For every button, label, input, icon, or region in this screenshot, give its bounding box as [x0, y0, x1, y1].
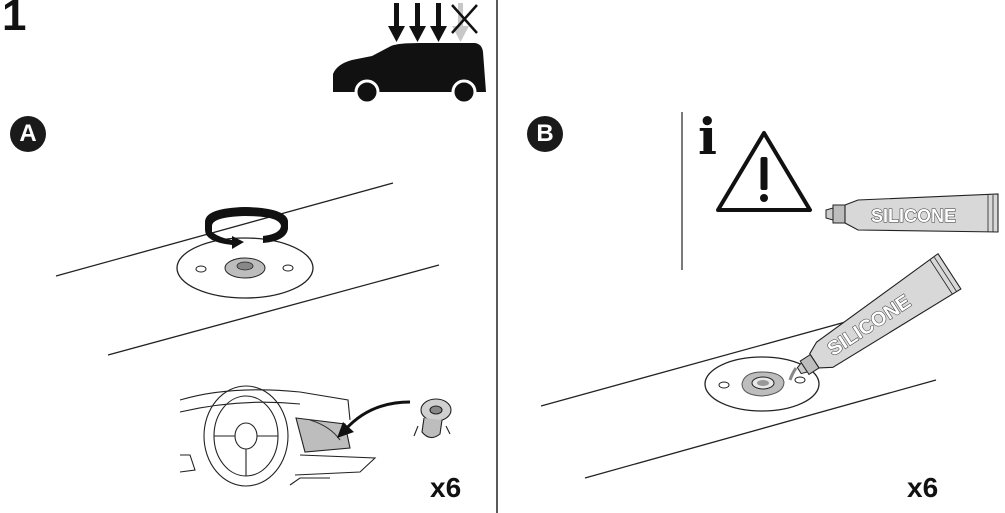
step-number: 1: [2, 0, 27, 40]
panel-a-badge: A: [10, 116, 46, 152]
silicone-bead: [788, 367, 798, 381]
rotate-arrow-icon: [205, 207, 288, 249]
insert-arrow: [343, 400, 411, 431]
roof-surface-a: [55, 182, 440, 356]
info-icon: i: [698, 107, 717, 166]
down-arrow-icon: [430, 3, 447, 42]
silicone-tube-icon: SILICONE: [796, 252, 962, 376]
mount-base-a: [176, 237, 314, 299]
silicone-tube-icon: SILICONE: [825, 193, 999, 233]
insert-arrowhead: [337, 422, 354, 438]
car-silhouette-icon: [333, 43, 486, 105]
warning-triangle-icon: [716, 131, 812, 212]
panel-a-quantity: x6: [430, 472, 462, 503]
panel-b-quantity: x6: [907, 472, 939, 503]
roof-surface-b: [540, 317, 937, 479]
mount-base-b: [704, 356, 820, 412]
load-arrows: [388, 3, 478, 42]
tube-label-upper: SILICONE: [871, 206, 956, 226]
down-arrow-icon: [409, 3, 426, 42]
cross-icon: [451, 4, 478, 34]
down-arrow-icon: [388, 3, 405, 42]
panel-b-badge: B: [527, 116, 563, 152]
dashboard-icon: [179, 385, 377, 487]
push-clip-icon: [413, 398, 452, 439]
